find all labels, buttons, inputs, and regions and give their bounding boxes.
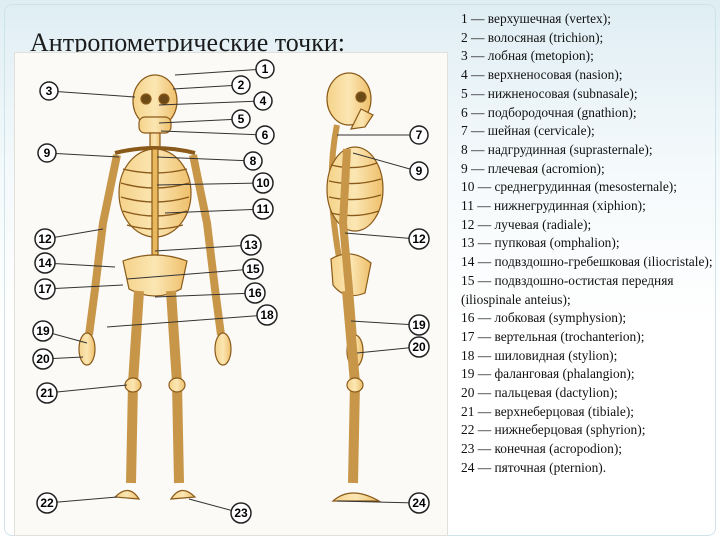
marker-1: 1 <box>255 59 275 79</box>
legend-item: 22 — нижнеберцовая (sphyrion); <box>461 422 646 438</box>
svg-text:16: 16 <box>248 286 262 300</box>
legend-item: 21 — верхнеберцовая (tibiale); <box>461 403 634 419</box>
svg-text:22: 22 <box>40 496 54 510</box>
legend-item: 12 — лучевая (radiale); <box>461 216 592 232</box>
svg-text:21: 21 <box>40 386 54 400</box>
svg-text:17: 17 <box>38 282 52 296</box>
front-markers: 1 2 3 4 5 6 8 9 10 11 12 13 14 15 16 17 … <box>32 59 278 524</box>
marker-15: 15 <box>242 258 264 280</box>
marker-23: 23 <box>230 502 252 524</box>
svg-text:2: 2 <box>238 78 245 92</box>
svg-text:12: 12 <box>38 232 52 246</box>
legend-item: 15 — подвздошно-остистая передняя (ilios… <box>461 272 674 307</box>
marker-16: 16 <box>244 282 266 304</box>
svg-text:20: 20 <box>36 352 50 366</box>
marker-20-front: 20 <box>32 348 54 370</box>
svg-text:18: 18 <box>260 308 274 322</box>
svg-text:24: 24 <box>412 496 426 510</box>
marker-12-front: 12 <box>34 228 56 250</box>
svg-text:6: 6 <box>262 128 269 142</box>
legend-item: 8 — надгрудинная (suprasternale); <box>461 141 653 157</box>
legend-item: 9 — плечевая (acromion); <box>461 160 605 176</box>
marker-4: 4 <box>253 91 273 111</box>
marker-10: 10 <box>252 172 274 194</box>
svg-text:11: 11 <box>257 202 270 216</box>
legend-item: 14 — подвздошно-гребешковая (iliocristal… <box>461 254 713 270</box>
side-skeleton <box>326 72 384 502</box>
legend-item: 7 — шейная (cervicale); <box>461 123 595 139</box>
svg-text:7: 7 <box>416 128 423 142</box>
landmark-legend: 1 — верхушечная (vertex); 2 — волосяная … <box>461 10 713 478</box>
legend-item: 5 — нижненосовая (subnasale); <box>461 85 638 101</box>
svg-text:4: 4 <box>260 94 267 108</box>
legend-item: 13 — пупковая (omphalion); <box>461 235 620 251</box>
svg-text:12: 12 <box>412 232 426 246</box>
legend-item: 24 — пяточная (pternion). <box>461 459 607 475</box>
marker-20-side: 20 <box>408 336 430 358</box>
skeleton-illustration <box>42 68 418 514</box>
legend-item: 16 — лобковая (symphysion); <box>461 310 627 326</box>
legend-item: 18 — шиловидная (stylion); <box>461 347 618 363</box>
svg-text:1: 1 <box>262 62 269 76</box>
svg-text:13: 13 <box>244 238 258 252</box>
leader-lines <box>42 68 418 514</box>
marker-21: 21 <box>36 382 58 404</box>
svg-text:10: 10 <box>256 176 270 190</box>
marker-24: 24 <box>408 492 430 514</box>
legend-item: 23 — конечная (acropodion); <box>461 441 623 457</box>
svg-text:19: 19 <box>36 324 50 338</box>
legend-item: 3 — лобная (metopion); <box>461 48 594 64</box>
marker-19-side: 19 <box>408 314 430 336</box>
svg-text:20: 20 <box>412 340 426 354</box>
marker-14: 14 <box>34 252 56 274</box>
marker-13: 13 <box>240 234 262 256</box>
legend-item: 19 — фаланговая (phalangion); <box>461 366 635 382</box>
legend-item: 11 — нижнегрудинная (xiphion); <box>461 198 646 214</box>
svg-text:15: 15 <box>246 262 260 276</box>
marker-19-front: 19 <box>32 320 54 342</box>
legend-item: 10 — среднегрудинная (mesosternale); <box>461 179 677 195</box>
legend-item: 6 — подбородочная (gnathion); <box>461 104 637 120</box>
side-markers: 7 9 12 19 20 24 <box>408 125 430 514</box>
marker-5: 5 <box>231 109 251 129</box>
legend-item: 17 — вертельная (trochanterion); <box>461 328 645 344</box>
marker-8: 8 <box>243 151 263 171</box>
marker-9-front: 9 <box>37 143 57 163</box>
marker-18: 18 <box>256 304 278 326</box>
svg-text:8: 8 <box>250 154 257 168</box>
legend-item: 20 — пальцевая (dactylion); <box>461 385 618 401</box>
marker-3: 3 <box>39 81 59 101</box>
marker-2: 2 <box>231 75 251 95</box>
svg-text:3: 3 <box>46 84 53 98</box>
svg-text:5: 5 <box>238 112 245 126</box>
svg-text:9: 9 <box>416 164 423 178</box>
marker-7: 7 <box>409 125 429 145</box>
marker-22: 22 <box>36 492 58 514</box>
legend-item: 1 — верхушечная (vertex); <box>461 11 611 26</box>
svg-text:14: 14 <box>38 256 52 270</box>
svg-text:9: 9 <box>44 146 51 160</box>
front-skeleton <box>78 74 232 500</box>
svg-text:19: 19 <box>412 318 426 332</box>
legend-item: 2 — волосяная (trichion); <box>461 29 604 45</box>
svg-text:23: 23 <box>234 506 248 520</box>
marker-12-side: 12 <box>408 228 430 250</box>
marker-17: 17 <box>34 278 56 300</box>
skeleton-figure: 1 2 3 4 5 6 8 9 10 11 12 13 14 15 16 17 … <box>14 52 448 536</box>
marker-11: 11 <box>252 198 274 220</box>
marker-6: 6 <box>255 125 275 145</box>
marker-9-side: 9 <box>409 161 429 181</box>
legend-item: 4 — верхненосовая (nasion); <box>461 67 623 83</box>
